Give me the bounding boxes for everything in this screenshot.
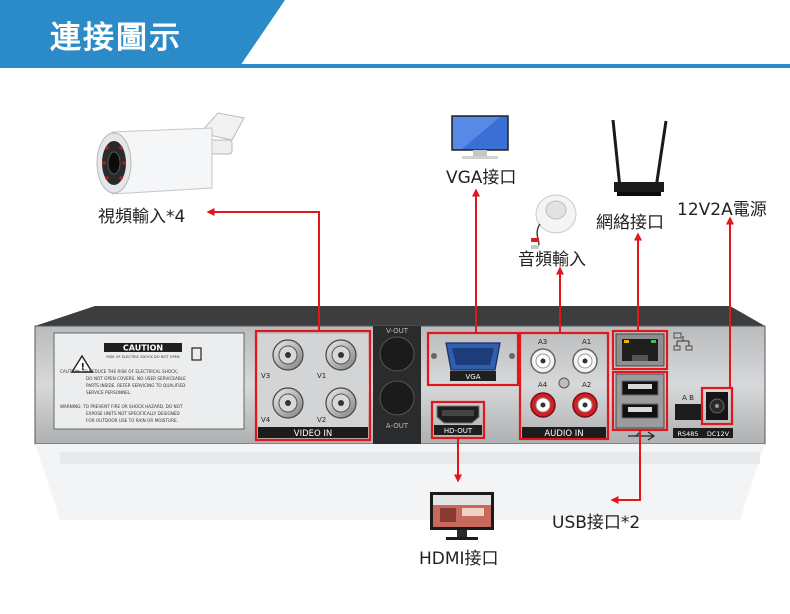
a-out-connector — [379, 380, 415, 416]
caution-label: ! CAUTION RISK OF ELECTRIC SHOCK DO NOT … — [53, 332, 245, 430]
network-highlight — [611, 329, 669, 371]
caution-line: CAUTION: TO REDUCE THE RISK OF ELECTRICA… — [60, 369, 178, 374]
analog-out-section: V-OUT A-OUT — [373, 326, 421, 444]
caution-line: SERVICE PERSONNEL. — [86, 390, 132, 395]
vga-port: VGA — [431, 342, 515, 381]
channel-label-v2: V2 — [317, 416, 326, 424]
channel-label-v1: V1 — [317, 372, 326, 380]
rca-jack-a1 — [572, 348, 598, 374]
video-in-highlight — [254, 329, 372, 442]
router-icon — [611, 119, 668, 196]
svg-text:!: ! — [81, 362, 86, 373]
monitor-hdmi-icon — [430, 492, 494, 540]
rs485-label: RS485 — [677, 430, 698, 438]
highlight-boxes — [254, 329, 734, 442]
warning-triangle-icon — [70, 354, 94, 373]
caution-line: FOR OUTDOOR USE TO RAIN OR MOISTURE. — [86, 418, 178, 423]
hdmi-port: HD-OUT — [434, 405, 482, 435]
label-network: 網絡接口 — [596, 213, 664, 233]
label-hdmi: HDMI接口 — [419, 549, 499, 569]
video-in-label: VIDEO IN — [294, 429, 333, 439]
network-icon — [676, 336, 690, 346]
banner-underline — [0, 64, 790, 68]
rj45-port — [615, 333, 665, 367]
microphone-icon — [531, 194, 577, 249]
v-out-label: V-OUT — [386, 327, 409, 335]
dvr-top-cover — [35, 306, 765, 326]
monitor-vga-icon — [451, 115, 509, 159]
hd-out-label: HD-OUT — [444, 427, 473, 435]
a-out-label: A-OUT — [386, 422, 409, 430]
banner-background — [0, 0, 285, 66]
camera-icon — [96, 112, 245, 195]
caution-line: EXPOSE UNITS NOT SPECIFICALLY DESIGNED — [86, 411, 180, 416]
audio-channel-a2: A2 — [582, 381, 591, 389]
banner-title: 連接圖示 — [50, 20, 182, 56]
audio-channel-a4: A4 — [538, 381, 548, 389]
audio-channel-a1: A1 — [582, 338, 591, 346]
channel-label-v4: V4 — [261, 416, 271, 424]
rca-jack-a3 — [530, 348, 556, 374]
video-in-section: V3 V1 V4 V2 VIDEO IN — [258, 334, 368, 439]
caution-subtitle: RISK OF ELECTRIC SHOCK DO NOT OPEN — [106, 355, 180, 359]
bnc-connector-v4 — [272, 387, 304, 419]
power-highlight — [700, 386, 734, 426]
usb-ports — [615, 373, 665, 441]
bin-icon — [191, 347, 202, 361]
label-usb: USB接口*2 — [552, 513, 641, 533]
caution-line: WARNING: TO PREVENT FIRE OR SHOCK HAZARD… — [60, 404, 183, 409]
rs485-port: A B RS485 — [673, 394, 703, 438]
label-audio-in: 音頻輸入 — [518, 250, 586, 270]
arrow-video-in — [206, 208, 320, 331]
dc-power-jack: DC12V — [703, 392, 733, 438]
rs485-ab-label: A B — [682, 394, 694, 402]
channel-label-v3: V3 — [261, 372, 270, 380]
bnc-connector-v1 — [325, 339, 357, 371]
label-vga: VGA接口 — [446, 168, 517, 188]
audio-in-label: AUDIO IN — [544, 429, 583, 439]
caution-line: PARTS INSIDE. REFER SERVICING TO QUALIFI… — [86, 383, 185, 388]
audio-in-section: A3 A1 A4 A2 AUDIO IN — [522, 338, 606, 439]
arrow-usb — [610, 430, 641, 504]
arrows — [206, 188, 734, 504]
bnc-connector-v3 — [272, 339, 304, 371]
label-video-in: 視頻輸入*4 — [98, 207, 186, 227]
v-out-connector — [379, 336, 415, 372]
dc12v-label: DC12V — [707, 430, 730, 438]
bnc-connector-v2 — [325, 387, 357, 419]
label-power: 12V2A電源 — [677, 200, 767, 220]
ground-screw-icon — [558, 377, 570, 389]
rca-jack-a2 — [572, 392, 598, 418]
vga-highlight — [426, 331, 520, 387]
vga-label: VGA — [465, 373, 480, 381]
audio-channel-a3: A3 — [538, 338, 547, 346]
caution-title: CAUTION — [123, 344, 163, 353]
caution-line: DO NOT OPEN COVERS. NO USER SERVICEABLE — [86, 376, 186, 381]
rca-jack-a4 — [530, 392, 556, 418]
audio-highlight — [518, 331, 610, 441]
